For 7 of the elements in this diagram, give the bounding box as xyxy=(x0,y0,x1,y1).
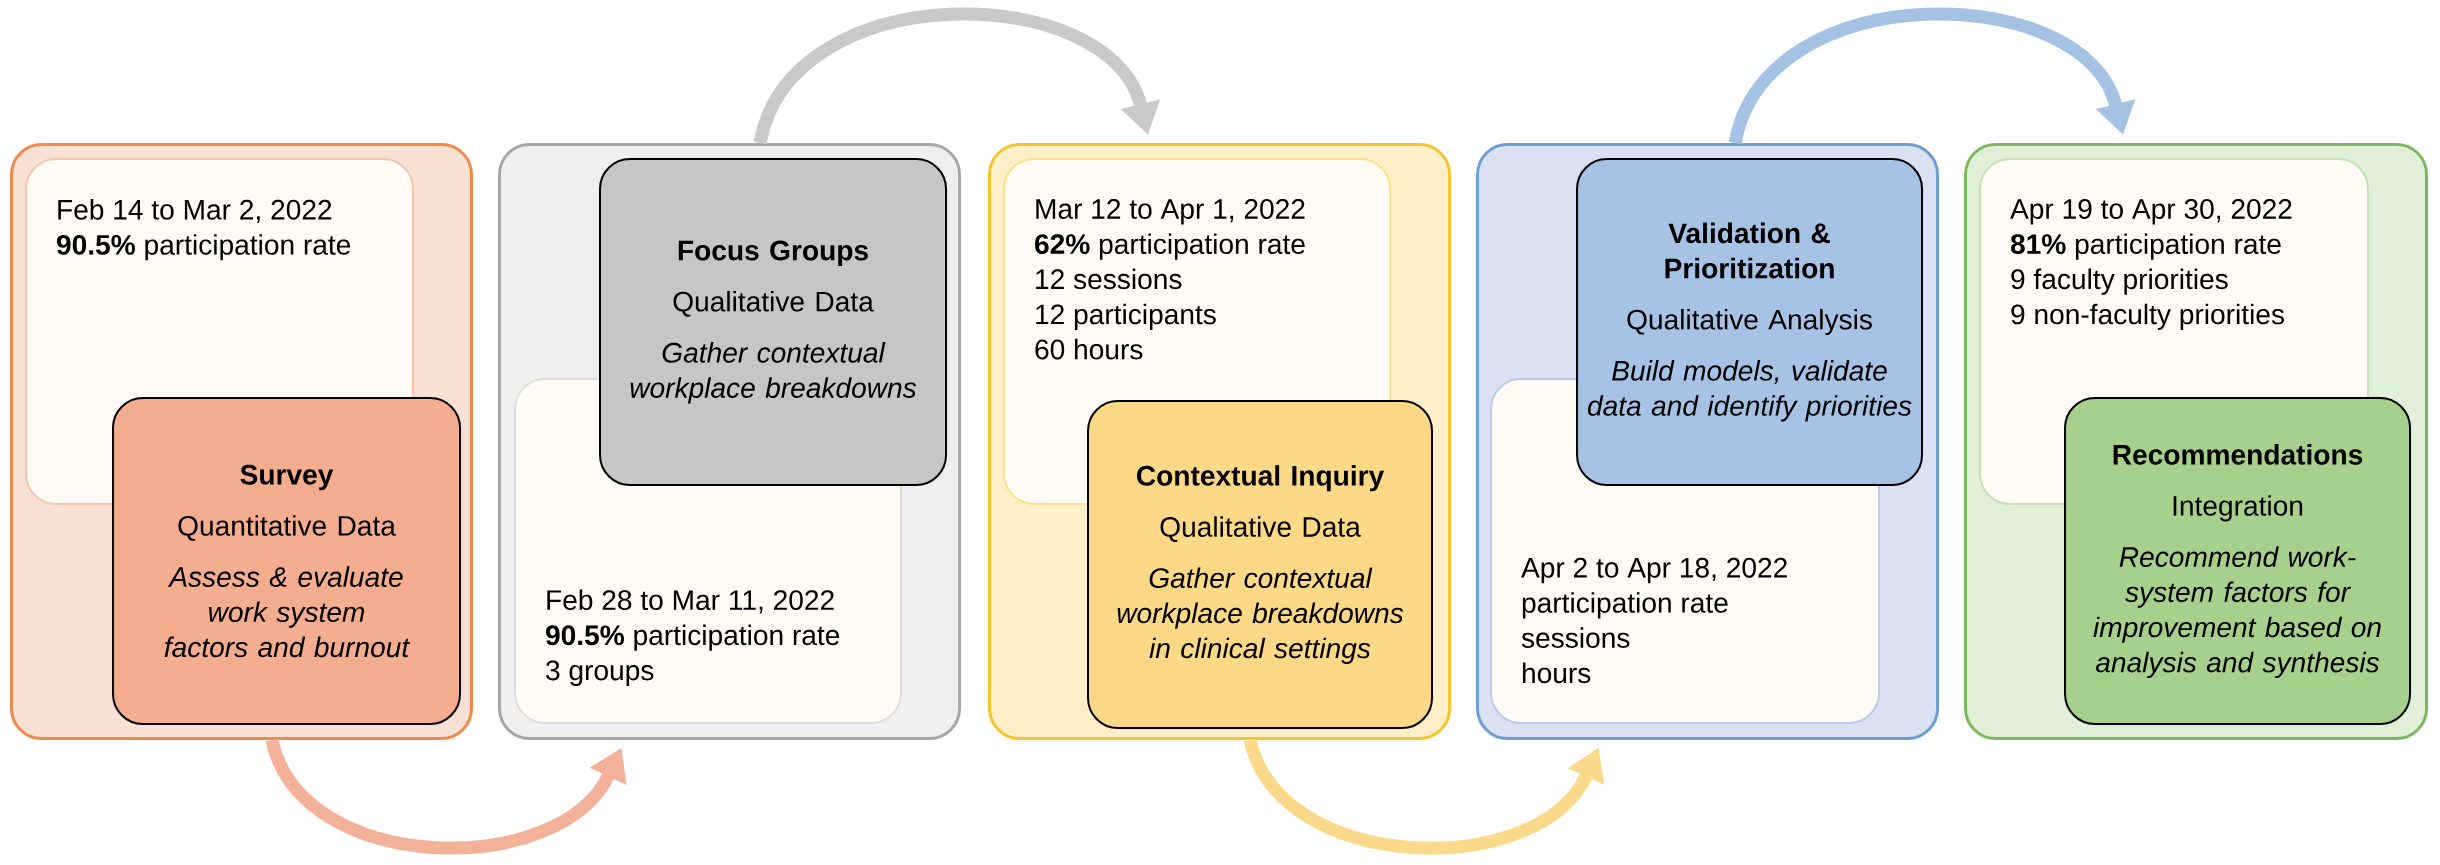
stage-box: Focus Groups Qualitative Data Gather contextual workplace breakdowns xyxy=(599,158,948,486)
curved-arrow xyxy=(1728,7,2136,146)
stage-box: Contextual Inquiry Qualitative Data Gather contextual workplace breakdowns in clinical settings xyxy=(1087,400,1434,729)
stage-box: Validation & Prioritization Qualitative Analysis Build models, validate data and identify priorities xyxy=(1576,158,1924,486)
stage-box: Recommendations Integration Recommend work-system factors for improvement based on analysis and synthesis xyxy=(2064,397,2412,725)
stage-box: Survey Quantitative Data Assess & evaluate work system factors and burnout xyxy=(112,397,461,725)
curved-arrow xyxy=(753,7,1161,146)
